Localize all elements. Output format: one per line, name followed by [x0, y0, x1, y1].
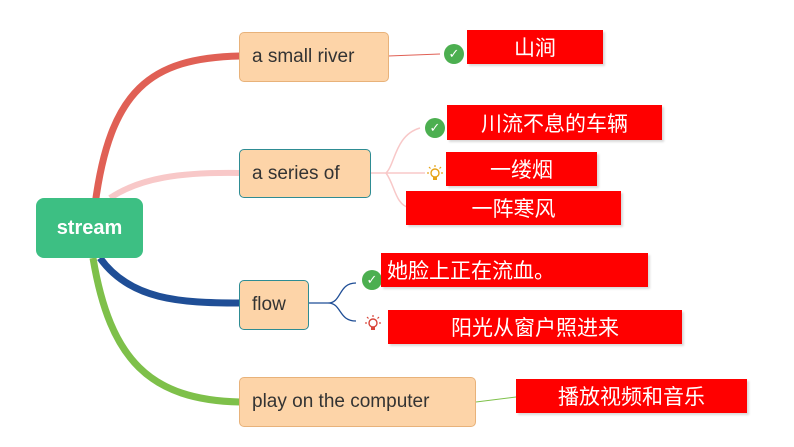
- bulb-icon: [427, 165, 443, 180]
- note-flow-2: 阳光从窗户照进来: [388, 310, 682, 344]
- topic-series-of[interactable]: a series of: [239, 149, 371, 198]
- connector-flow: [308, 282, 357, 322]
- topic-flow[interactable]: flow: [239, 280, 309, 330]
- note-series-1: 川流不息的车辆: [447, 105, 662, 140]
- topic-play-on-computer[interactable]: play on the computer: [239, 377, 476, 427]
- branch-flow: [97, 255, 241, 307]
- check-icon: ✓: [444, 44, 464, 64]
- root-topic-stream[interactable]: stream: [36, 198, 143, 258]
- check-icon: ✓: [425, 118, 445, 138]
- connector-computer: [475, 396, 517, 403]
- connector-series: [370, 127, 425, 209]
- branch-computer: [89, 257, 241, 406]
- note-series-3: 一阵寒风: [406, 191, 621, 225]
- connector-river: [387, 53, 441, 57]
- check-icon: ✓: [362, 270, 382, 290]
- topic-small-river[interactable]: a small river: [239, 32, 389, 82]
- bulb-icon: [365, 315, 381, 330]
- branch-river: [91, 52, 241, 206]
- note-computer-1: 播放视频和音乐: [516, 379, 747, 413]
- branch-series: [108, 169, 241, 201]
- note-flow-1: 她脸上正在流血。: [381, 253, 648, 287]
- note-river-1: 山涧: [467, 30, 603, 64]
- note-series-2: 一缕烟: [446, 152, 597, 186]
